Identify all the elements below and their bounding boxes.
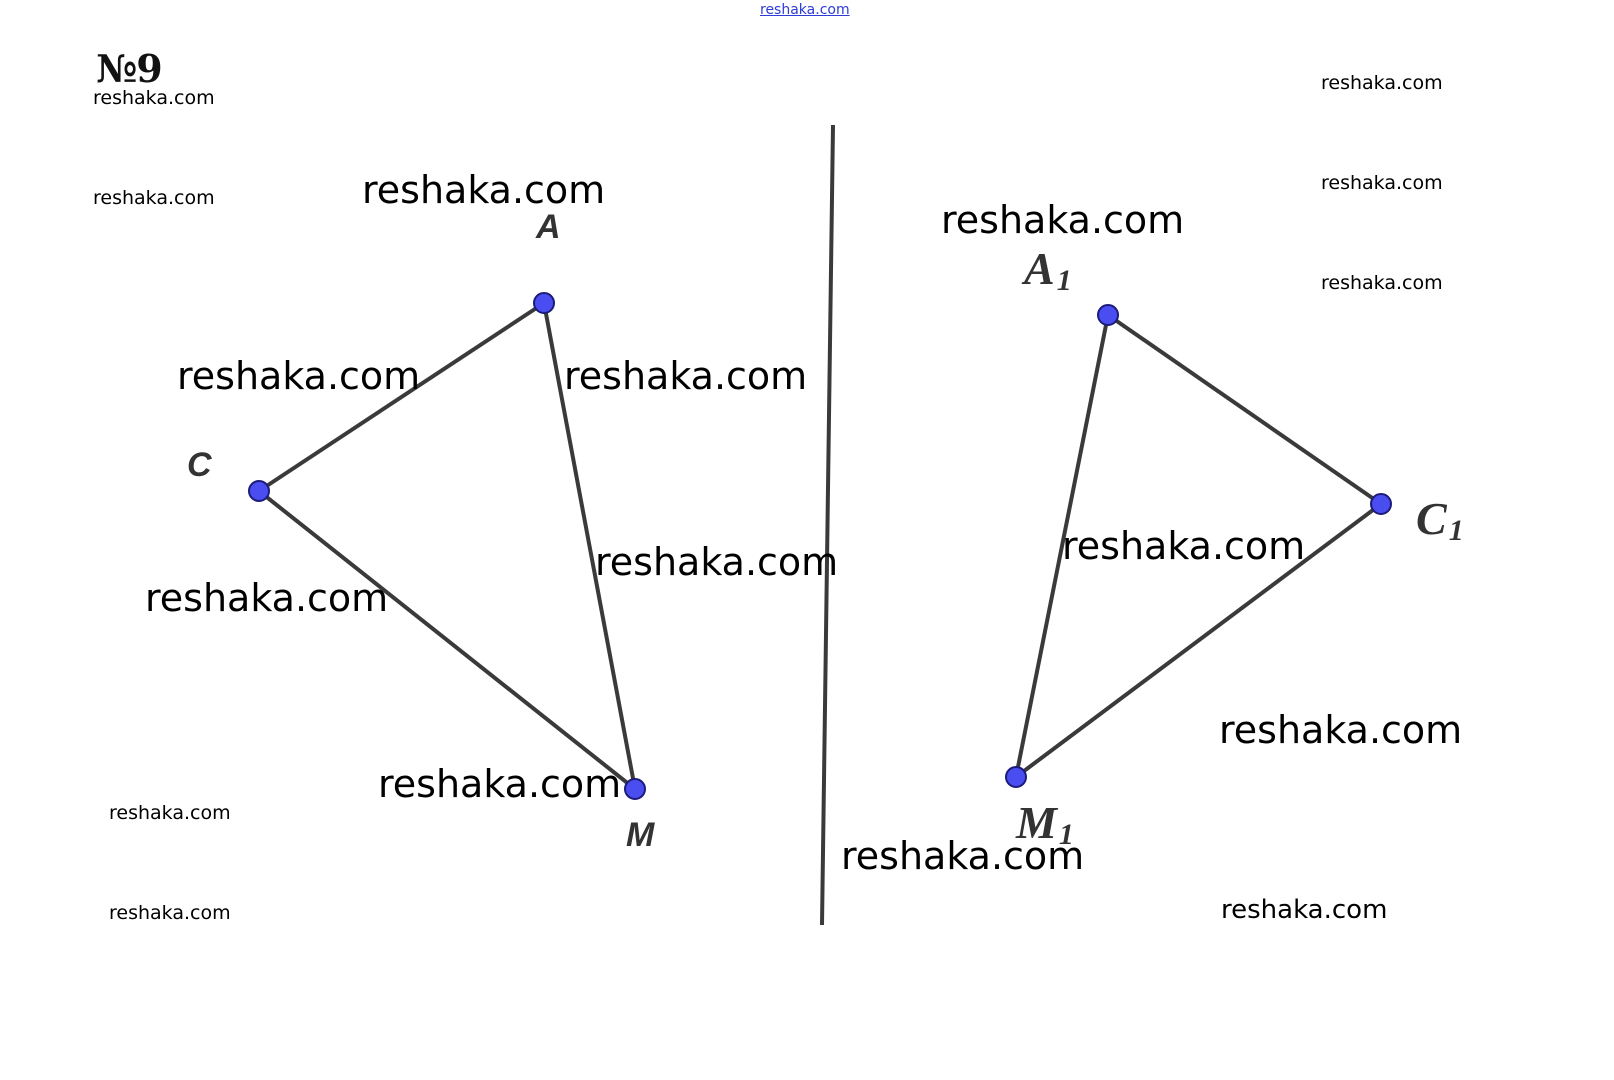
label-C: C <box>187 446 212 484</box>
label-A1: A1 <box>1021 243 1072 297</box>
point-A <box>533 292 555 314</box>
watermark-large: reshaka.com <box>177 354 421 398</box>
point-M1 <box>1005 766 1027 788</box>
label-A1-base: A <box>1021 243 1055 294</box>
watermark-small: reshaka.com <box>1321 72 1443 94</box>
side-A1C1 <box>1106 313 1383 506</box>
label-M: M <box>626 816 655 854</box>
label-A1-sub: 1 <box>1057 264 1072 297</box>
watermark-large: reshaka.com <box>841 834 1085 878</box>
watermark-small: reshaka.com <box>93 87 215 109</box>
watermark-large: reshaka.com <box>145 576 389 620</box>
watermark-small: reshaka.com <box>1221 895 1388 925</box>
right-triangle: A1 C1 M1 <box>1005 243 1464 851</box>
side-AC <box>257 301 546 493</box>
watermark-large: reshaka.com <box>595 540 839 584</box>
watermark-small: reshaka.com <box>93 187 215 209</box>
watermark-small: reshaka.com <box>1321 272 1443 294</box>
point-C1 <box>1370 493 1392 515</box>
label-A: A <box>535 208 561 246</box>
symmetry-axis <box>820 124 835 926</box>
problem-number: №9 <box>96 46 163 91</box>
point-C <box>248 480 270 502</box>
watermark-large: reshaka.com <box>1062 524 1306 568</box>
watermark-small: reshaka.com <box>109 902 231 924</box>
site-header-link[interactable]: reshaka.com <box>760 2 850 18</box>
side-C1M1 <box>1014 502 1383 779</box>
watermark-large: reshaka.com <box>941 198 1185 242</box>
point-M <box>624 778 646 800</box>
side-A1M1 <box>1014 314 1110 778</box>
label-M1-sub: 1 <box>1059 818 1074 851</box>
watermark-small: reshaka.com <box>1321 172 1443 194</box>
watermark-large: reshaka.com <box>362 168 606 212</box>
watermark-large: reshaka.com <box>1219 708 1463 752</box>
watermark-small: reshaka.com <box>109 802 231 824</box>
label-M1: M1 <box>1015 797 1074 851</box>
watermark-large: reshaka.com <box>564 354 808 398</box>
side-CM <box>257 489 637 791</box>
watermark-large: reshaka.com <box>378 762 622 806</box>
label-C1: C1 <box>1416 493 1464 547</box>
point-A1 <box>1097 304 1119 326</box>
label-C1-sub: 1 <box>1449 514 1464 547</box>
label-M1-base: M <box>1015 797 1059 848</box>
left-triangle: A C M <box>187 208 655 854</box>
label-C1-base: C <box>1416 493 1448 544</box>
side-AM <box>542 302 637 790</box>
